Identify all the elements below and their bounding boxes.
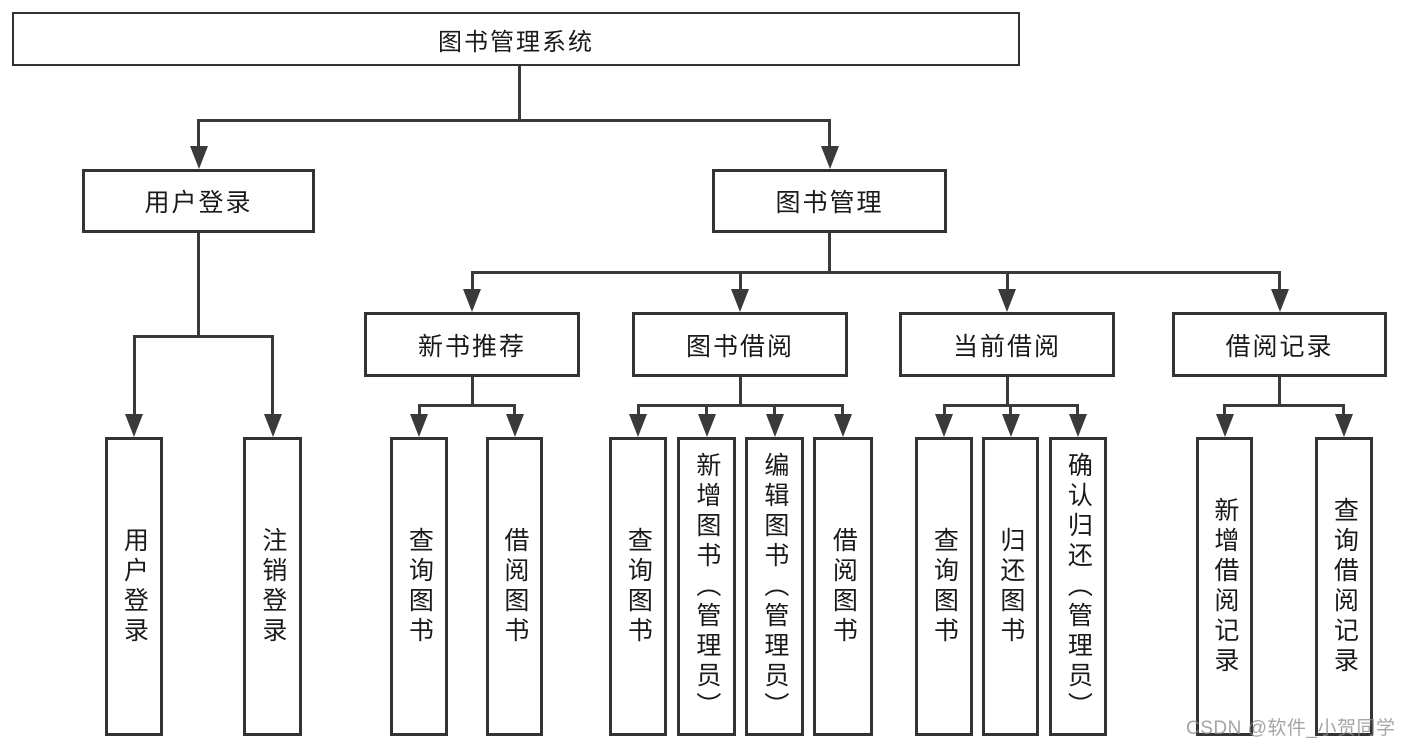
connector-leaf-shaft xyxy=(1223,404,1226,416)
connector-root-stem xyxy=(518,66,521,121)
arrow-down-icon xyxy=(1002,414,1020,437)
connector-leaf-shaft xyxy=(1342,404,1345,416)
connector-group-bar xyxy=(1223,404,1345,407)
leaf-add-borrow-record: 新增借阅记录 xyxy=(1196,437,1253,736)
arrow-down-icon xyxy=(506,414,524,437)
arrow-down-icon xyxy=(190,146,208,169)
leaf-query-books-2: 查询图书 xyxy=(609,437,667,736)
node-library-management-system: 图书管理系统 xyxy=(12,12,1020,66)
connector-root-bar xyxy=(197,119,830,122)
node-user-login: 用户登录 xyxy=(82,169,315,233)
leaf-logout-login: 注销登录 xyxy=(243,437,302,736)
leaf-label: 新增图书（管理员） xyxy=(692,451,721,722)
leaf-user-login: 用户登录 xyxy=(105,437,163,736)
connector-group-stem xyxy=(1278,377,1281,407)
arrow-down-icon xyxy=(821,146,839,169)
connector-leaf-shaft xyxy=(1009,404,1012,416)
connector-leaf-shaft xyxy=(773,404,776,416)
leaf-query-books-1: 查询图书 xyxy=(390,437,448,736)
connector-leaf-shaft xyxy=(841,404,844,416)
connector-leaf-shaft xyxy=(418,404,421,416)
connector-l3-shaft xyxy=(739,271,742,290)
leaf-borrow-books-1: 借阅图书 xyxy=(486,437,543,736)
leaf-borrow-books-2: 借阅图书 xyxy=(813,437,873,736)
node-borrow-records: 借阅记录 xyxy=(1172,312,1387,377)
leaf-edit-books-admin: 编辑图书（管理员） xyxy=(745,437,804,736)
node-book-management: 图书管理 xyxy=(712,169,947,233)
leaf-label: 编辑图书（管理员） xyxy=(760,451,789,722)
connector-l3-shaft xyxy=(1278,271,1281,290)
leaf-query-books-3: 查询图书 xyxy=(915,437,973,736)
leaf-query-borrow-record: 查询借阅记录 xyxy=(1315,437,1373,736)
connector-group-bar xyxy=(637,404,844,407)
connector-l3-shaft xyxy=(1006,271,1009,290)
leaf-label: 确认归还（管理员） xyxy=(1064,451,1093,722)
arrow-down-icon xyxy=(1216,414,1234,437)
connector-group-stem xyxy=(739,377,742,407)
connector-book-mgmt-shaft xyxy=(828,119,831,147)
connector-userlogin-stem xyxy=(197,233,200,338)
node-label: 图书管理 xyxy=(775,189,884,217)
arrow-down-icon xyxy=(698,414,716,437)
leaf-label: 借阅图书 xyxy=(829,526,858,647)
node-label: 借阅记录 xyxy=(1225,332,1334,361)
connector-l3-shaft xyxy=(471,271,474,290)
arrow-down-icon xyxy=(125,414,143,437)
node-label: 图书借阅 xyxy=(685,332,794,361)
connector-leaf-shaft xyxy=(133,335,136,415)
connector-leaf-shaft xyxy=(271,335,274,415)
node-label: 图书管理系统 xyxy=(438,28,594,56)
arrow-down-icon xyxy=(1271,289,1289,312)
leaf-label: 注销登录 xyxy=(258,526,287,647)
leaf-label: 查询图书 xyxy=(624,526,653,647)
node-label: 当前借阅 xyxy=(952,332,1061,361)
leaf-label: 查询图书 xyxy=(930,526,959,647)
leaf-label: 用户登录 xyxy=(120,526,149,647)
arrow-down-icon xyxy=(264,414,282,437)
arrow-down-icon xyxy=(731,289,749,312)
arrow-down-icon xyxy=(1069,414,1087,437)
node-current-borrowing: 当前借阅 xyxy=(899,312,1115,377)
node-new-book-recommend: 新书推荐 xyxy=(364,312,580,377)
connector-bookmgmt-stem xyxy=(828,233,831,274)
leaf-label: 归还图书 xyxy=(996,526,1025,647)
arrow-down-icon xyxy=(766,414,784,437)
leaf-label: 查询借阅记录 xyxy=(1330,496,1359,677)
arrow-down-icon xyxy=(410,414,428,437)
arrow-down-icon xyxy=(834,414,852,437)
leaf-return-books: 归还图书 xyxy=(982,437,1039,736)
csdn-watermark: CSDN @软件_小贺同学 xyxy=(1186,718,1396,739)
leaf-label: 新增借阅记录 xyxy=(1210,496,1239,677)
connector-leaf-shaft xyxy=(513,404,516,416)
arrow-down-icon xyxy=(463,289,481,312)
connector-leaf-shaft xyxy=(1076,404,1079,416)
arrow-down-icon xyxy=(998,289,1016,312)
arrow-down-icon xyxy=(1335,414,1353,437)
connector-user-login-shaft xyxy=(197,119,200,147)
connector-group-stem xyxy=(1006,377,1009,407)
connector-group-bar xyxy=(418,404,516,407)
leaf-confirm-return-admin: 确认归还（管理员） xyxy=(1049,437,1107,736)
connector-leaf-shaft xyxy=(943,404,946,416)
node-label: 新书推荐 xyxy=(417,332,526,361)
connector-userlogin-bar xyxy=(133,335,274,338)
leaf-label: 查询图书 xyxy=(405,526,434,647)
arrow-down-icon xyxy=(629,414,647,437)
connector-leaf-shaft xyxy=(705,404,708,416)
connector-bookmgmt-bar xyxy=(471,271,1281,274)
node-label: 用户登录 xyxy=(144,189,253,217)
arrow-down-icon xyxy=(935,414,953,437)
node-book-borrowing: 图书借阅 xyxy=(632,312,848,377)
leaf-label: 借阅图书 xyxy=(500,526,529,647)
connector-leaf-shaft xyxy=(637,404,640,416)
leaf-add-books-admin: 新增图书（管理员） xyxy=(677,437,736,736)
connector-group-stem xyxy=(471,377,474,407)
